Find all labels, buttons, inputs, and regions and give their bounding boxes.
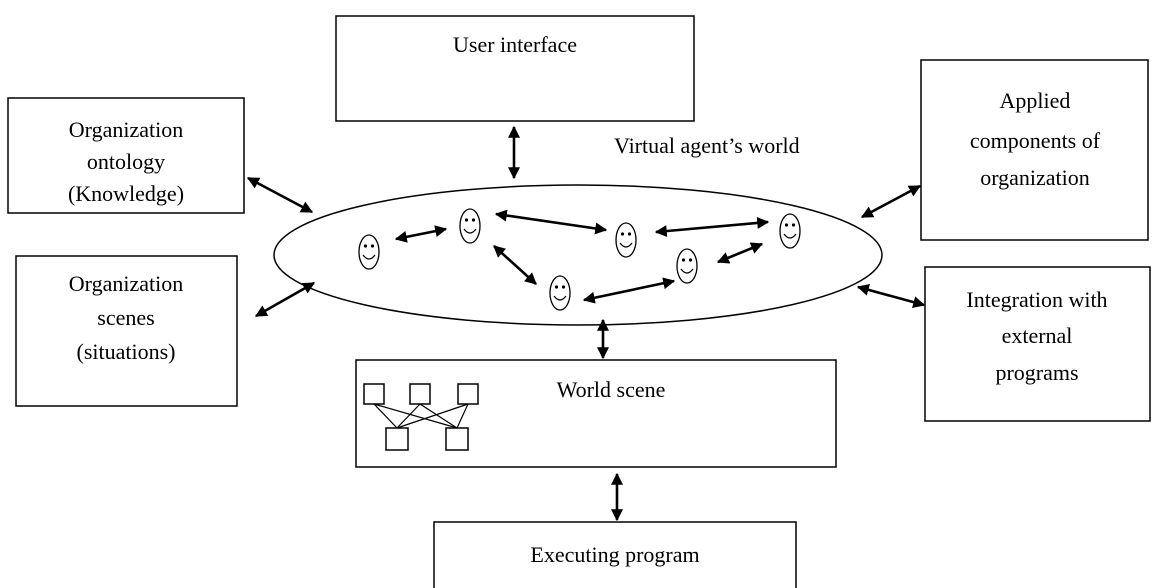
organization-ontology-box: Organization ontology (Knowledge) — [7, 97, 245, 214]
scene-graph-icon — [363, 383, 479, 451]
virtual-world-label: Virtual agent’s world — [614, 133, 800, 158]
ontology-label-line-2: ontology — [87, 149, 165, 174]
ontology-label-line-1: Organization — [69, 117, 183, 142]
agent-link-arrow — [582, 277, 676, 304]
agent-link-arrow — [494, 209, 608, 235]
executing-program-box: Executing program — [433, 521, 797, 588]
agent-icon — [358, 234, 380, 270]
organization-scenes-box: Organization scenes (situations) — [15, 255, 238, 407]
applied-label-line-2: components of — [970, 128, 1101, 153]
agent-link-arrow — [493, 245, 537, 285]
agent-icon — [676, 248, 698, 284]
agent-icon — [615, 222, 637, 258]
applied-label-line-3: organization — [980, 165, 1090, 190]
agent-link-arrow — [716, 242, 764, 264]
user-interface-label: User interface — [453, 32, 577, 57]
integration-box: Integration with external programs — [924, 266, 1151, 422]
agent-icon — [459, 208, 481, 244]
integration-label-line-2: external — [1002, 323, 1073, 348]
agent-icon — [549, 275, 571, 311]
agent-link-arrow — [654, 216, 770, 238]
integration-link-arrow — [856, 284, 926, 308]
world-scene-label: World scene — [557, 377, 666, 402]
applied-components-box: Applied components of organization — [920, 59, 1149, 241]
world-scene-box: World scene — [355, 359, 837, 468]
agent-icon — [779, 213, 801, 249]
scenes-label-line-1: Organization — [69, 271, 183, 296]
applied-label-line-1: Applied — [1000, 88, 1071, 113]
ontology-label-line-3: (Knowledge) — [68, 181, 184, 206]
applied-link-arrow — [860, 184, 922, 219]
user-interface-box: User interface — [335, 15, 695, 122]
scenes-label-line-3: (situations) — [77, 339, 176, 364]
scenes-link-arrow — [254, 281, 316, 318]
integration-label-line-1: Integration with — [966, 287, 1107, 312]
agent-link-arrow — [394, 225, 448, 243]
ontology-link-arrow — [246, 176, 314, 214]
scenes-label-line-2: scenes — [97, 305, 154, 330]
executing-program-label: Executing program — [530, 542, 699, 567]
integration-label-line-3: programs — [995, 360, 1078, 385]
